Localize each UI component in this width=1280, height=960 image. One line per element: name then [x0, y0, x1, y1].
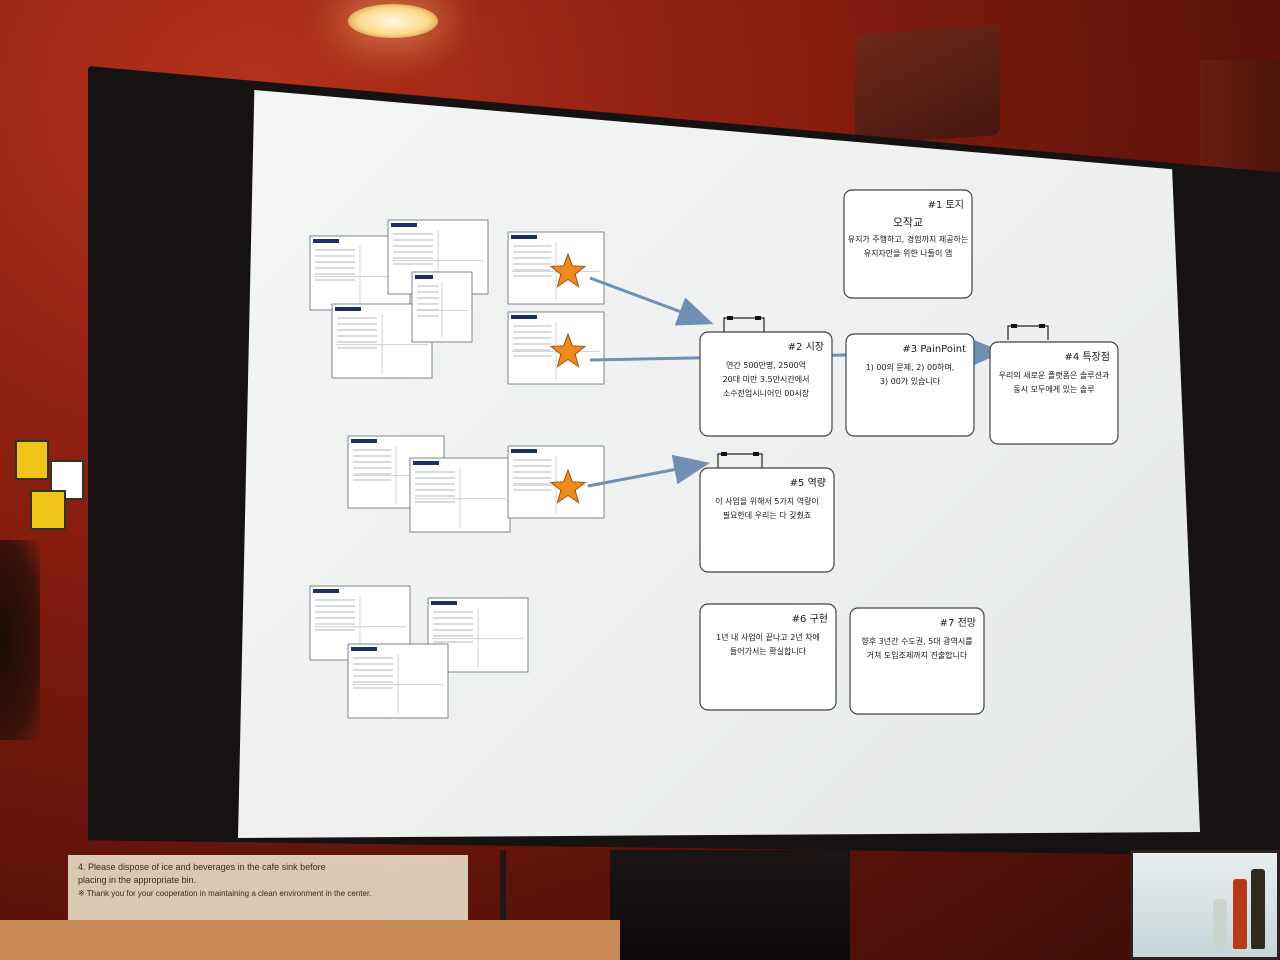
bracket-mark — [1007, 325, 1049, 340]
star-icon — [549, 252, 587, 288]
box-text: 필요한데 우리는 다 갖췄죠 — [723, 510, 812, 520]
arrow — [587, 454, 710, 488]
ceiling-light — [348, 4, 438, 38]
sign-line: ※ Thank you for your cooperation in main… — [78, 889, 372, 898]
counter — [0, 920, 620, 960]
box-text: 1) 00의 문제, 2) 00하며, — [866, 362, 955, 372]
sign-line: placing in the appropriate bin. — [78, 875, 197, 885]
bottle — [1233, 879, 1247, 949]
question-card — [347, 643, 449, 719]
question-card — [507, 311, 605, 385]
box-label: #4 특장점 — [1064, 351, 1110, 363]
question-card — [507, 231, 605, 305]
star-icon — [549, 468, 587, 504]
bracket-tick — [727, 316, 733, 320]
box-label: #2 시장 — [788, 341, 824, 353]
box-text: 우리의 새로운 플랫폼은 솔루션과 — [999, 370, 1110, 380]
stand-leg — [500, 850, 506, 960]
box-text: 유지가 주행하고, 경험까지 제공하는 — [848, 234, 969, 244]
wall-speaker — [855, 24, 1000, 146]
box-text: 들어가서는 확실합니다 — [730, 646, 807, 656]
bracket-tick — [755, 316, 761, 320]
bracket-tick — [1039, 324, 1045, 328]
box-title: 오작교 — [893, 216, 923, 229]
box-label: #3 PainPoint — [902, 344, 966, 355]
box-text: 거쳐 도입조제까지 진출합니다 — [867, 650, 968, 660]
sign-line: 4. Please dispose of ice and beverages i… — [78, 862, 326, 872]
question-card — [427, 597, 529, 673]
box-text: 유지자만을 위한 나들이 앱 — [864, 248, 953, 258]
bracket-mark — [717, 453, 763, 468]
bracket-mark — [723, 317, 765, 332]
question-card — [409, 457, 511, 533]
bottle — [1251, 869, 1265, 949]
box-label: #5 역량 — [790, 477, 826, 489]
arrow — [589, 276, 714, 326]
wall — [1200, 60, 1280, 180]
tv-stand — [610, 850, 850, 960]
letter-tiles — [10, 430, 88, 550]
box-text: 향후 3년간 수도권, 5대 광역시를 — [861, 636, 972, 646]
box-text: 소수전업시니어인 00시장 — [723, 388, 810, 398]
question-card — [507, 445, 605, 519]
box-label: #6 구현 — [792, 613, 828, 625]
star-icon — [549, 332, 587, 368]
star-markers — [549, 252, 587, 504]
box-text: 동시 모두에게 있는 솔루 — [1013, 384, 1094, 394]
box-text: 3) 00가 있습니다 — [880, 376, 941, 386]
box-text: 연간 500만명, 2500억 — [726, 360, 806, 370]
question-card — [411, 271, 473, 343]
box-text: 1년 내 사업이 끝나고 2년 차에 — [716, 632, 820, 642]
question-cards — [309, 219, 605, 719]
box-label: #7 전망 — [940, 617, 976, 629]
bracket-tick — [753, 452, 759, 456]
cafe-sign: 4. Please dispose of ice and beverages i… — [68, 855, 468, 925]
bottle — [1213, 899, 1227, 949]
answer-box: #3 PainPoint 1) 00의 문제, 2) 00하며, 3) 00가 있습… — [845, 333, 975, 437]
bracket-tick — [1011, 324, 1017, 328]
box-text: 20대 미만 3.5만시간에서 — [723, 374, 810, 384]
person-silhouette — [0, 540, 40, 740]
bracket-tick — [721, 452, 727, 456]
drink-fridge — [1130, 850, 1280, 960]
box-text: 이 사업을 위해서 5가지 역량이 — [715, 496, 819, 506]
box-label: #1 토지 — [928, 199, 964, 211]
